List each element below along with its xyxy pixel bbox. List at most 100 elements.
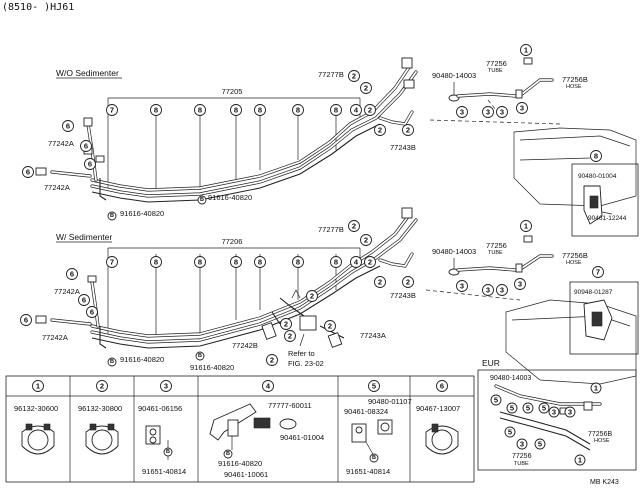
svg-text:B: B <box>110 213 114 219</box>
clamp5-part-a: 90480-01107 <box>368 397 412 406</box>
label-77256-mid: 77256 <box>486 241 507 250</box>
section-title-wo-sedimenter: W/O Sedimenter <box>56 68 119 78</box>
label-bolt-top-2: 91616-40820 <box>208 193 252 202</box>
svg-text:6: 6 <box>66 122 70 131</box>
svg-text:8: 8 <box>154 258 158 267</box>
section-title-w-sedimenter: W/ Sedimenter <box>56 232 112 242</box>
svg-text:B: B <box>198 353 202 359</box>
label-c7: 90948-01287 <box>574 289 613 296</box>
svg-text:6: 6 <box>26 168 30 177</box>
clamp4-part-c: 90461-10061 <box>224 470 268 479</box>
label-eur-hose: HOSE <box>594 438 610 444</box>
svg-text:3: 3 <box>486 108 490 117</box>
label-77242b: 77242B <box>232 341 258 350</box>
label-eur-77256: 77256 <box>512 453 532 460</box>
mid-right-detail: 1 3 3 3 3 7 <box>425 220 637 385</box>
svg-text:1: 1 <box>524 46 528 55</box>
label-c8b: 90461-12244 <box>588 215 627 222</box>
label-refer-2: FIG. 23-02 <box>288 359 324 368</box>
footer-code: MB K243 <box>590 479 619 486</box>
header-code: (8510- )HJ61 <box>2 2 74 13</box>
label-77256-top: 77256 <box>486 59 507 68</box>
svg-text:3: 3 <box>500 286 504 295</box>
svg-text:3: 3 <box>460 282 464 291</box>
clamp4-part-a: 77777-60011 <box>268 401 312 410</box>
mid-fuel-lines <box>35 207 418 349</box>
refer-arrow <box>299 333 305 347</box>
svg-text:8: 8 <box>234 106 238 115</box>
svg-text:2: 2 <box>284 320 288 329</box>
label-bolt-mid-2: 91616-40820 <box>190 363 234 372</box>
label-77243b-top: 77243B <box>390 143 416 152</box>
label-77243b-mid: 77243B <box>390 291 416 300</box>
svg-text:B: B <box>166 449 170 455</box>
svg-text:B: B <box>110 359 114 365</box>
label-77277b-mid: 77277B <box>318 225 344 234</box>
label-hose-mid: HOSE <box>566 260 582 266</box>
svg-text:6: 6 <box>90 308 94 317</box>
svg-text:7: 7 <box>110 258 114 267</box>
clamp-num-3: 3 <box>164 382 168 391</box>
svg-text:7: 7 <box>596 268 600 277</box>
svg-text:2: 2 <box>378 278 382 287</box>
svg-text:5: 5 <box>494 396 498 405</box>
clamp-num-1: 1 <box>36 382 40 391</box>
label-tube-mid: TUBE <box>488 250 503 256</box>
eur-detail: 5 5 5 5 3 3 1 5 3 5 1 <box>477 369 637 471</box>
svg-text:5: 5 <box>538 440 542 449</box>
svg-text:8: 8 <box>234 258 238 267</box>
svg-text:2: 2 <box>406 126 410 135</box>
svg-text:8: 8 <box>296 106 300 115</box>
clamp-table: 1 2 3 4 5 6 96132-30600 96132-30800 9046… <box>5 375 475 483</box>
label-77243a: 77243A <box>360 331 386 340</box>
svg-text:2: 2 <box>364 84 368 93</box>
clamp5-part-c: 91651-40814 <box>346 467 390 476</box>
clamp1-part: 96132-30600 <box>14 404 58 413</box>
label-77242a-mid-1: 77242A <box>54 287 80 296</box>
svg-text:5: 5 <box>526 404 530 413</box>
svg-text:3: 3 <box>460 108 464 117</box>
clamp3-part-a: 90461-06156 <box>138 404 182 413</box>
svg-text:2: 2 <box>270 356 274 365</box>
label-77277b-top: 77277B <box>318 70 344 79</box>
svg-text:2: 2 <box>310 292 314 301</box>
svg-text:B: B <box>226 451 230 457</box>
label-77242a-top-2: 77242A <box>44 183 70 192</box>
svg-text:2: 2 <box>352 72 356 81</box>
clamp4-part-b: 91616-40820 <box>218 459 262 468</box>
svg-text:7: 7 <box>110 106 114 115</box>
svg-text:5: 5 <box>510 404 514 413</box>
top-right-detail: 1 3 3 3 3 8 <box>429 44 637 207</box>
svg-text:3: 3 <box>520 104 524 113</box>
label-c8a: 90480-01004 <box>578 173 617 180</box>
svg-text:6: 6 <box>24 316 28 325</box>
label-hose-top: HOSE <box>566 84 582 90</box>
clamp6-part: 90467-13007 <box>416 404 460 413</box>
label-eur-tube: TUBE <box>514 461 529 467</box>
label-tube-top: TUBE <box>488 68 503 74</box>
section-title-eur: EUR <box>482 358 500 368</box>
label-bolt-mid-1: 91616-40820 <box>120 355 164 364</box>
svg-text:B: B <box>200 197 204 203</box>
svg-text:3: 3 <box>518 280 522 289</box>
svg-text:3: 3 <box>552 408 556 417</box>
clamp5-part-b: 90461-08324 <box>344 407 388 416</box>
svg-text:1: 1 <box>578 456 582 465</box>
svg-text:8: 8 <box>296 258 300 267</box>
label-eur-90480: 90480-14003 <box>490 375 531 382</box>
label-eur-77256b: 77256B <box>588 431 612 438</box>
svg-text:8: 8 <box>198 106 202 115</box>
label-77205: 77205 <box>222 87 243 96</box>
svg-text:8: 8 <box>258 106 262 115</box>
svg-text:2: 2 <box>352 222 356 231</box>
svg-text:2: 2 <box>288 332 292 341</box>
label-77242a-mid-2: 77242A <box>42 333 68 342</box>
svg-text:6: 6 <box>82 296 86 305</box>
svg-text:2: 2 <box>328 322 332 331</box>
top-fuel-lines <box>35 57 418 203</box>
svg-text:2: 2 <box>368 106 372 115</box>
svg-text:8: 8 <box>334 258 338 267</box>
svg-text:2: 2 <box>368 258 372 267</box>
svg-text:4: 4 <box>354 258 359 267</box>
clamp-7-detail <box>569 281 639 355</box>
